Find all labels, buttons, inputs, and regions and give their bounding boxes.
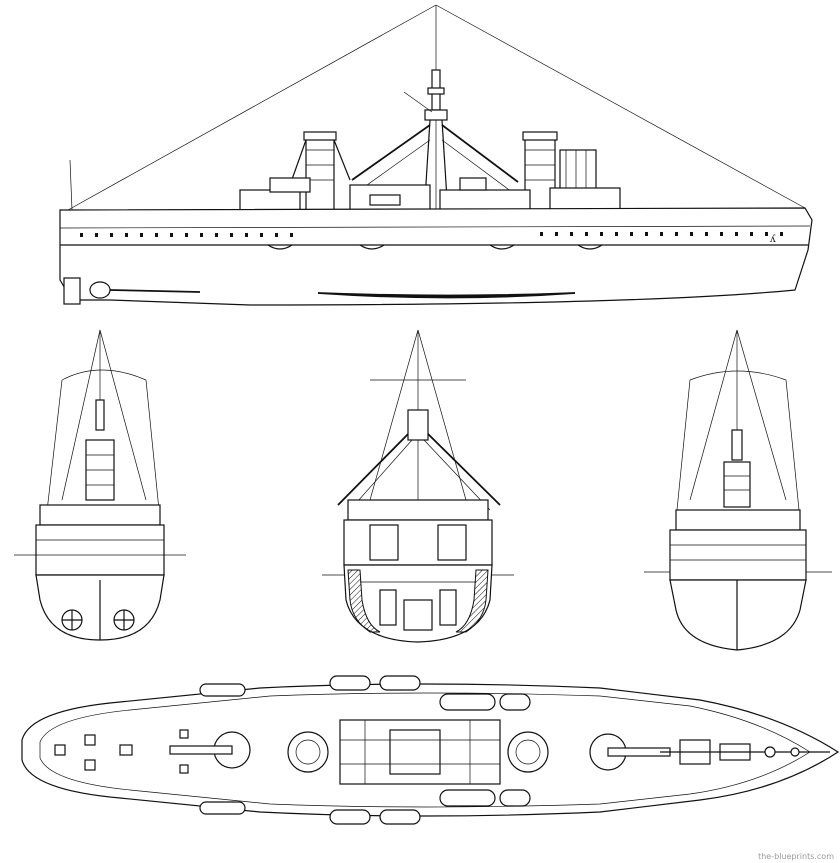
stern-propellers: [61, 580, 135, 640]
ship-boats: [199, 675, 531, 825]
main-mast: [351, 69, 519, 216]
deck-plan-view: [21, 675, 840, 825]
funnel-bases: [287, 731, 549, 773]
watermark-credit: the-blueprints.com: [758, 852, 834, 861]
stern-view: [14, 329, 186, 641]
midship-section-view: [322, 329, 514, 643]
main-turrets: [169, 731, 671, 771]
side-elevation-view: ʎ: [59, 4, 813, 306]
hull-side: ʎ: [59, 159, 813, 306]
svg-text:ʎ: ʎ: [769, 234, 776, 245]
bow-view: [644, 329, 832, 651]
portholes: [80, 232, 783, 237]
